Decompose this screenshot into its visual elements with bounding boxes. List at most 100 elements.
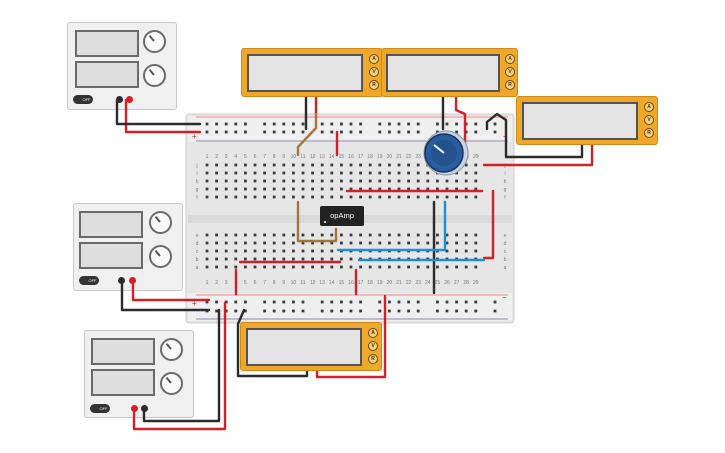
breadboard-hole[interactable] [205, 233, 209, 237]
breadboard-hole[interactable] [464, 195, 468, 199]
breadboard-hole[interactable] [244, 241, 247, 245]
breadboard-hole[interactable] [378, 300, 382, 304]
meter-volts-button[interactable]: V [369, 67, 379, 77]
breadboard-hole[interactable] [378, 163, 382, 167]
breadboard-hole[interactable] [320, 122, 324, 126]
breadboard-hole[interactable] [349, 300, 353, 304]
breadboard-hole[interactable] [244, 300, 247, 304]
breadboard-hole[interactable] [340, 179, 343, 183]
breadboard-hole[interactable] [407, 241, 410, 245]
breadboard-hole[interactable] [407, 171, 410, 175]
meter-ohms-button[interactable]: R [369, 80, 379, 90]
breadboard-hole[interactable] [224, 179, 228, 183]
breadboard-hole[interactable] [464, 171, 468, 175]
breadboard-hole[interactable] [282, 195, 286, 199]
breadboard-hole[interactable] [388, 265, 391, 269]
breadboard-hole[interactable] [263, 171, 266, 175]
breadboard-hole[interactable] [215, 171, 218, 175]
breadboard-hole[interactable] [426, 187, 430, 191]
breadboard-hole[interactable] [436, 187, 439, 191]
breadboard-hole[interactable] [330, 257, 334, 261]
breadboard-hole[interactable] [253, 265, 257, 269]
breadboard-hole[interactable] [340, 187, 343, 191]
breadboard-hole[interactable] [340, 122, 343, 126]
breadboard-hole[interactable] [224, 195, 228, 199]
breadboard-hole[interactable] [349, 163, 353, 167]
breadboard-hole[interactable] [272, 130, 276, 134]
breadboard-hole[interactable] [320, 309, 324, 313]
breadboard-hole[interactable] [416, 241, 420, 245]
breadboard-hole[interactable] [388, 300, 391, 304]
breadboard-hole[interactable] [263, 130, 266, 134]
breadboard-hole[interactable] [263, 187, 266, 191]
breadboard-hole[interactable] [464, 300, 468, 304]
breadboard-hole[interactable] [330, 309, 334, 313]
breadboard-hole[interactable] [416, 179, 420, 183]
breadboard-hole[interactable] [340, 130, 343, 134]
breadboard-hole[interactable] [455, 241, 458, 245]
breadboard-hole[interactable] [378, 241, 382, 245]
wire-black[interactable] [120, 279, 211, 312]
breadboard-hole[interactable] [359, 309, 362, 313]
breadboard-hole[interactable] [436, 309, 439, 313]
breadboard-hole[interactable] [493, 122, 497, 126]
breadboard-hole[interactable] [253, 163, 257, 167]
breadboard-hole[interactable] [436, 130, 439, 134]
breadboard-hole[interactable] [272, 309, 276, 313]
breadboard-hole[interactable] [253, 233, 257, 237]
breadboard-hole[interactable] [407, 309, 410, 313]
breadboard-hole[interactable] [397, 130, 401, 134]
breadboard-hole[interactable] [263, 122, 266, 126]
breadboard-hole[interactable] [340, 309, 343, 313]
breadboard-hole[interactable] [455, 309, 458, 313]
breadboard-hole[interactable] [464, 187, 468, 191]
breadboard-hole[interactable] [215, 122, 218, 126]
breadboard-hole[interactable] [244, 187, 247, 191]
breadboard-hole[interactable] [253, 171, 257, 175]
breadboard-hole[interactable] [349, 187, 353, 191]
breadboard-hole[interactable] [493, 300, 497, 304]
breadboard-hole[interactable] [330, 130, 334, 134]
breadboard-hole[interactable] [205, 195, 209, 199]
wire-black[interactable] [142, 308, 221, 423]
breadboard-hole[interactable] [388, 171, 391, 175]
breadboard-hole[interactable] [359, 171, 362, 175]
breadboard-hole[interactable] [292, 122, 295, 126]
power-supply-1[interactable]: OFF [67, 22, 177, 110]
breadboard-hole[interactable] [234, 241, 238, 245]
breadboard-hole[interactable] [330, 195, 334, 199]
breadboard-hole[interactable] [436, 300, 439, 304]
breadboard-hole[interactable] [368, 195, 372, 199]
breadboard-hole[interactable] [407, 265, 410, 269]
breadboard-hole[interactable] [407, 179, 410, 183]
breadboard-hole[interactable] [320, 163, 324, 167]
breadboard-hole[interactable] [282, 257, 286, 261]
breadboard-hole[interactable] [244, 249, 247, 253]
breadboard-hole[interactable] [263, 179, 266, 183]
breadboard-hole[interactable] [407, 300, 410, 304]
breadboard-hole[interactable] [301, 257, 305, 261]
breadboard-hole[interactable] [359, 265, 362, 269]
breadboard-hole[interactable] [234, 163, 238, 167]
breadboard-hole[interactable] [359, 233, 362, 237]
breadboard-hole[interactable] [359, 187, 362, 191]
breadboard-hole[interactable] [445, 309, 449, 313]
breadboard-hole[interactable] [368, 171, 372, 175]
breadboard-hole[interactable] [263, 309, 266, 313]
breadboard-hole[interactable] [205, 249, 209, 253]
breadboard-hole[interactable] [349, 179, 353, 183]
negative-terminal[interactable] [116, 96, 123, 103]
breadboard-hole[interactable] [368, 163, 372, 167]
breadboard-hole[interactable] [407, 233, 410, 237]
breadboard-hole[interactable] [282, 241, 286, 245]
breadboard-hole[interactable] [311, 249, 314, 253]
breadboard-hole[interactable] [282, 171, 286, 175]
breadboard-hole[interactable] [311, 257, 314, 261]
breadboard-hole[interactable] [205, 241, 209, 245]
breadboard-hole[interactable] [234, 179, 238, 183]
power-switch[interactable]: OFF [79, 276, 99, 285]
breadboard-hole[interactable] [368, 179, 372, 183]
breadboard-hole[interactable] [215, 179, 218, 183]
breadboard-hole[interactable] [301, 195, 305, 199]
wire-red[interactable] [315, 294, 387, 379]
